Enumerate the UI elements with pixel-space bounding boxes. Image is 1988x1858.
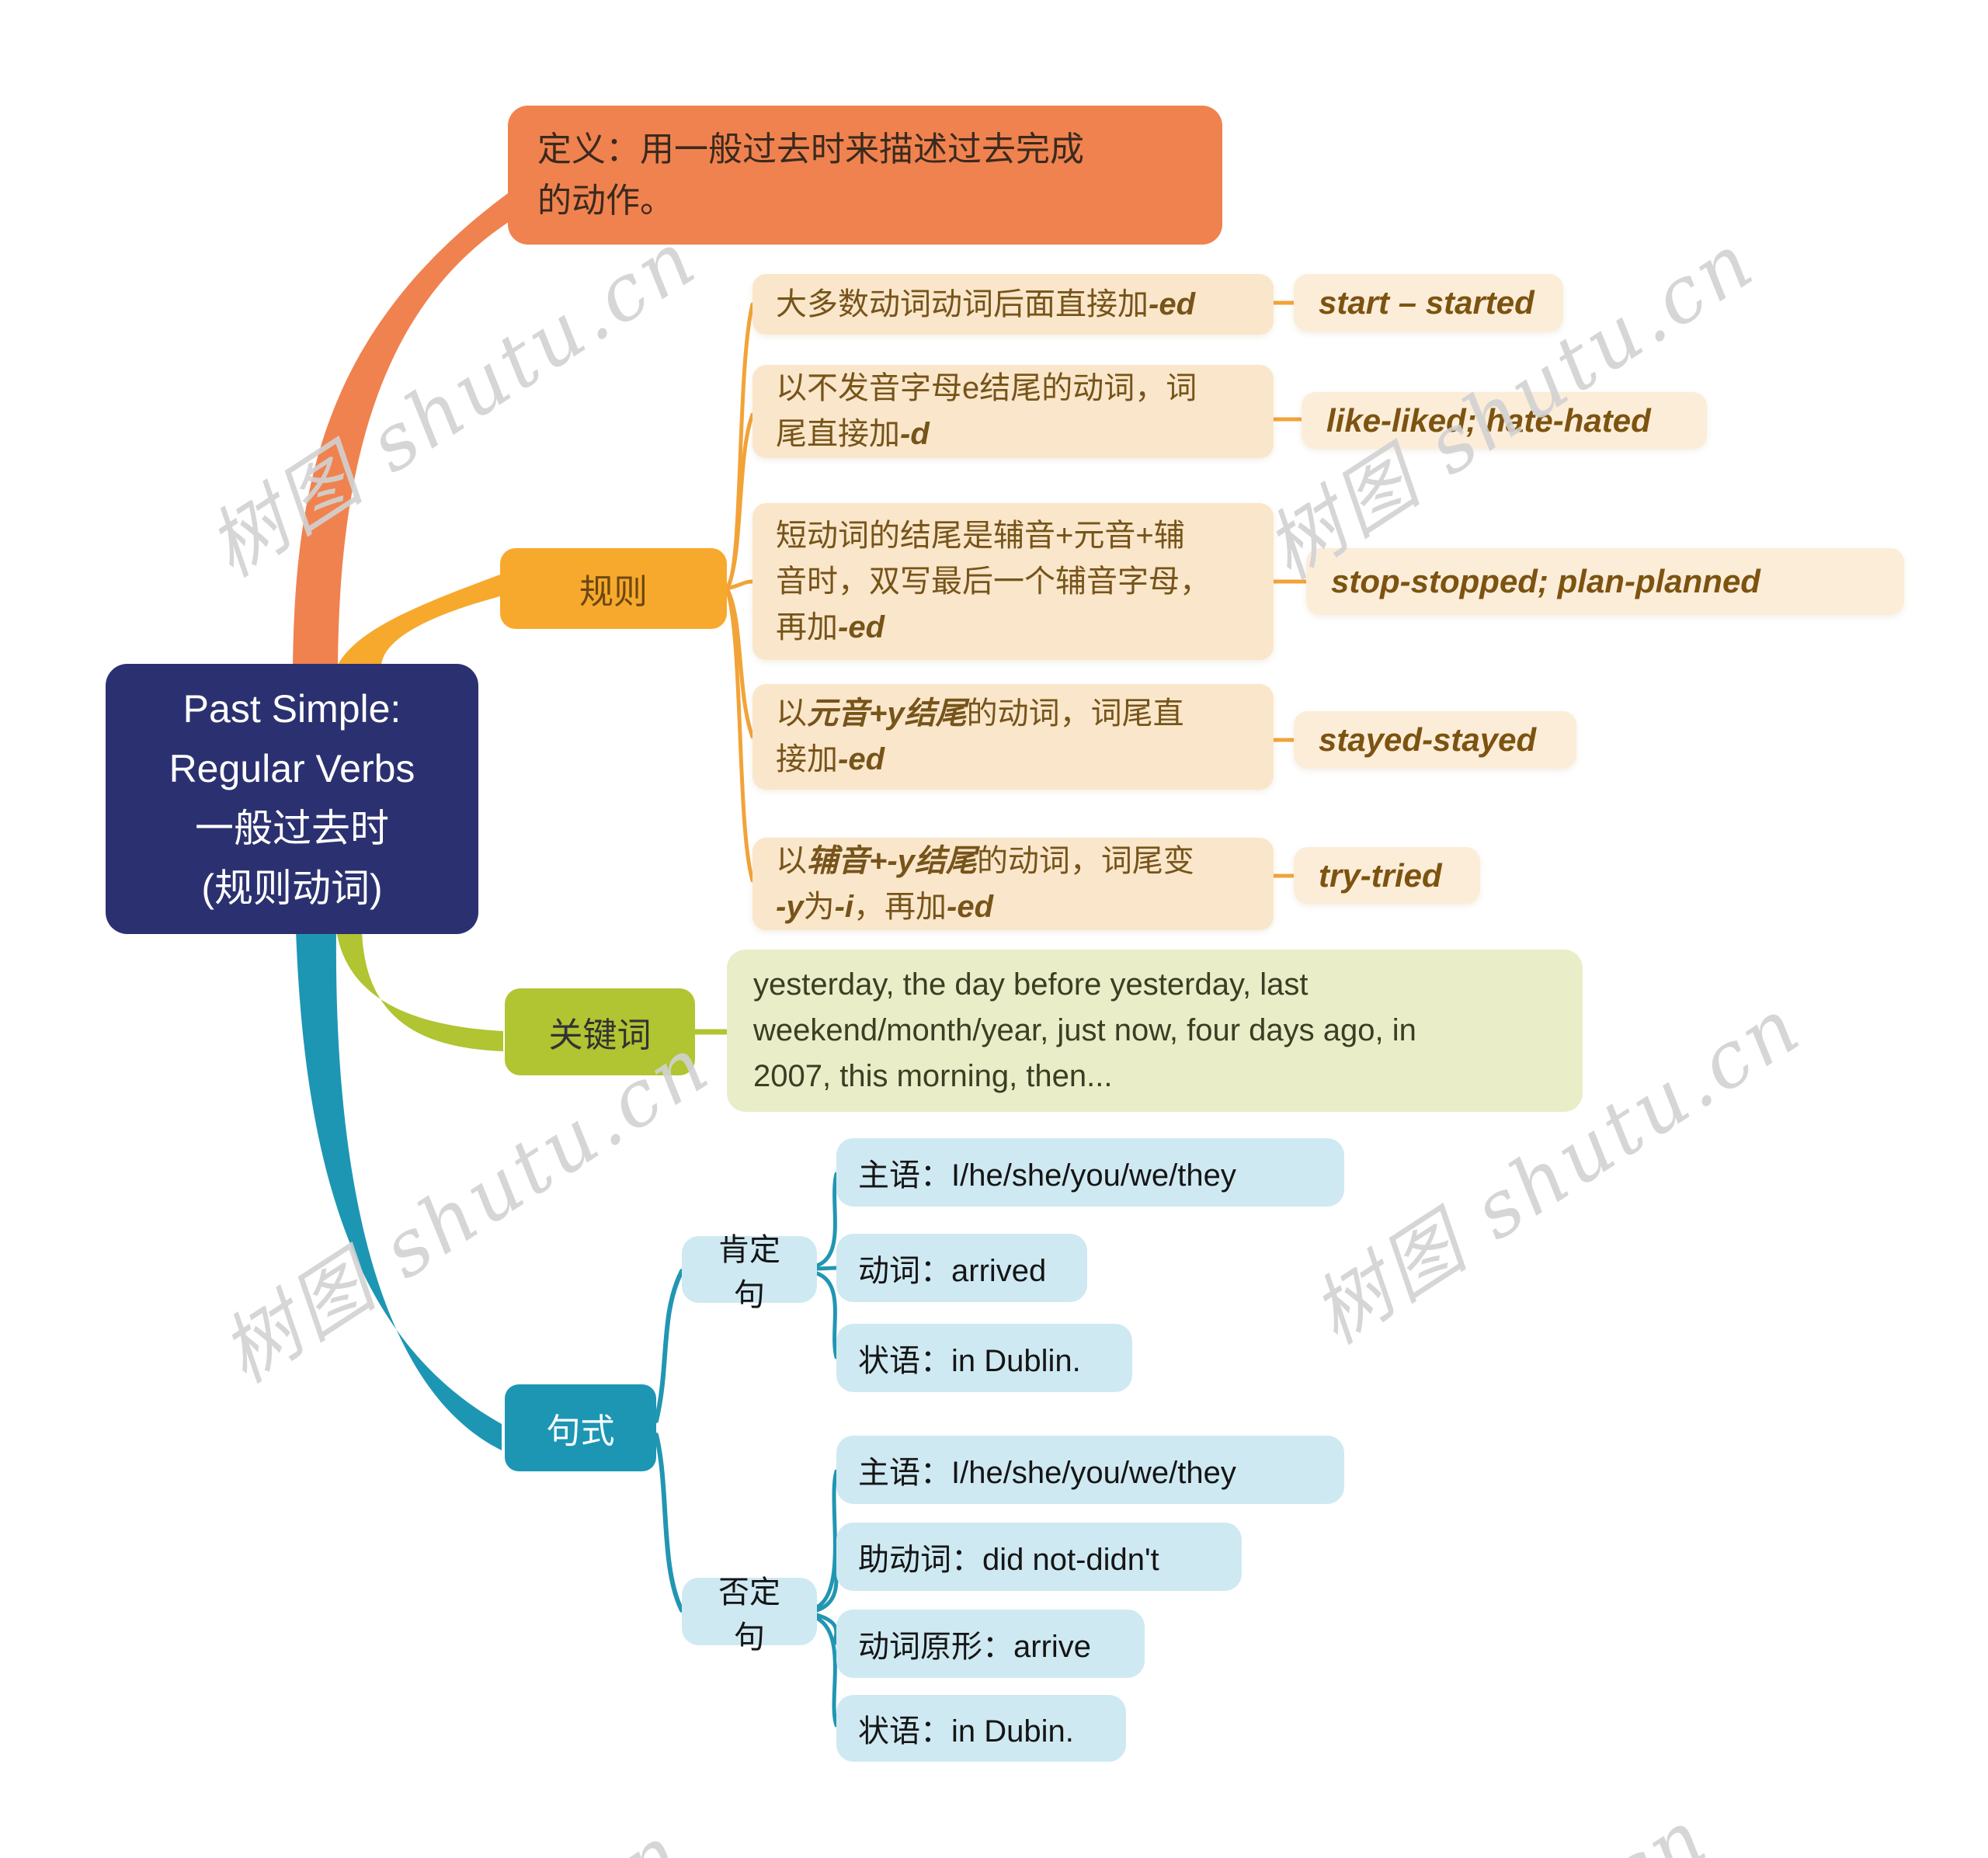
rules-fan (725, 300, 1309, 883)
negative-item-adverbial-text: 状语：in Dubin. (858, 1714, 1074, 1749)
negative-item-auxiliary[interactable]: 助动词：did not-didn't (836, 1523, 1242, 1591)
negative-item-auxiliary-text: 助动词：did not-didn't (858, 1543, 1159, 1577)
rule-example-2[interactable]: like-liked; hate-hated (1302, 392, 1707, 449)
rule-item-3-text: 短动词的结尾是辅音+元音+辅音时，双写最后一个辅音字母，再加-ed (776, 518, 1211, 644)
affirmative-item-verb-text: 动词：arrived (858, 1254, 1047, 1288)
rule-item-3[interactable]: 短动词的结尾是辅音+元音+辅音时，双写最后一个辅音字母，再加-ed (752, 503, 1274, 660)
definition-label: 定义：用一般过去时来描述过去完成 的动作。 (537, 130, 1084, 220)
rule-example-2-text: like-liked; hate-hated (1326, 401, 1651, 439)
rule-item-4[interactable]: 以元音+y结尾的动词，词尾直接加-ed (752, 684, 1274, 790)
negative-item-subject[interactable]: 主语：I/he/she/you/we/they (836, 1436, 1344, 1504)
rule-example-3-text: stop-stopped; plan-planned (1331, 563, 1760, 599)
negative-label: 否定句 (718, 1575, 780, 1655)
negative-item-baseverb[interactable]: 动词原形：arrive (836, 1610, 1145, 1678)
rule-item-2-text: 以不发音字母e结尾的动词，词尾直接加-d (776, 371, 1197, 451)
rule-item-5-text: 以辅音+-y结尾的动词，词尾变-y为-i，再加-ed (776, 843, 1194, 924)
patterns-links (654, 1269, 684, 1613)
rule-link-2 (725, 412, 755, 591)
rule-link-5 (725, 586, 755, 883)
branch-curve-keywords (336, 930, 503, 1051)
affirmative-item-adverbial[interactable]: 状语：in Dublin. (836, 1324, 1132, 1392)
rule-example-1-text: start – started (1319, 284, 1534, 321)
rule-example-4[interactable]: stayed-stayed (1294, 711, 1576, 769)
rule-item-1-text: 大多数动词动词后面直接加-ed (776, 287, 1195, 321)
negative-node[interactable]: 否定句 (682, 1575, 817, 1655)
root-node-label: Past Simple: Regular Verbs 一般过去时 (规则动词) (169, 687, 415, 910)
root-node[interactable]: Past Simple: Regular Verbs 一般过去时 (规则动词) (106, 664, 478, 934)
keywords-content-node[interactable]: yesterday, the day before yesterday, las… (727, 950, 1583, 1112)
affirmative-label: 肯定句 (718, 1233, 780, 1312)
branch-node-rules[interactable]: 规则 (500, 548, 727, 629)
branch-node-patterns[interactable]: 句式 (505, 1384, 656, 1471)
rule-item-5[interactable]: 以辅音+-y结尾的动词，词尾变-y为-i，再加-ed (752, 838, 1274, 930)
rule-link-1 (725, 302, 755, 591)
rule-link-3 (725, 579, 755, 591)
affirmative-fan (815, 1172, 839, 1360)
rule-example-1[interactable]: start – started (1294, 274, 1563, 332)
negative-fan (815, 1469, 839, 1728)
rule-item-2[interactable]: 以不发音字母e结尾的动词，词尾直接加-d (752, 365, 1274, 458)
rule-example-5-text: try-tried (1319, 856, 1442, 894)
affirmative-link (654, 1269, 684, 1423)
rule-example-4-text: stayed-stayed (1319, 721, 1537, 758)
affirmative-item-subject-text: 主语：I/he/she/you/we/they (858, 1158, 1236, 1193)
branch-curve-definition (293, 191, 511, 666)
branch-patterns-label: 句式 (546, 1412, 615, 1450)
negative-link (654, 1433, 684, 1613)
branch-rules-label: 规则 (579, 573, 648, 611)
branch-curve-rules (338, 575, 500, 665)
negative-item-subject-text: 主语：I/he/she/you/we/they (858, 1456, 1236, 1490)
affirmative-node[interactable]: 肯定句 (682, 1233, 817, 1312)
negative-item-adverbial[interactable]: 状语：in Dubin. (836, 1695, 1126, 1762)
affirmative-item-subject[interactable]: 主语：I/he/she/you/we/they (836, 1138, 1344, 1207)
rule-example-5[interactable]: try-tried (1294, 847, 1480, 904)
affirmative-item-verb[interactable]: 动词：arrived (836, 1234, 1087, 1302)
negative-item-baseverb-text: 动词原形：arrive (858, 1630, 1092, 1664)
branch-curve-patterns (296, 930, 502, 1450)
rule-item-1[interactable]: 大多数动词动词后面直接加-ed (752, 274, 1274, 335)
branch-keywords-label: 关键词 (548, 1016, 652, 1054)
rule-example-3[interactable]: stop-stopped; plan-planned (1306, 548, 1904, 615)
branch-node-keywords[interactable]: 关键词 (505, 988, 695, 1075)
keywords-content-text: yesterday, the day before yesterday, las… (753, 967, 1416, 1093)
definition-node[interactable]: 定义：用一般过去时来描述过去完成 的动作。 (508, 106, 1222, 245)
affirmative-item-adverbial-text: 状语：in Dublin. (858, 1344, 1081, 1378)
rule-item-4-text: 以元音+y结尾的动词，词尾直接加-ed (776, 696, 1184, 776)
